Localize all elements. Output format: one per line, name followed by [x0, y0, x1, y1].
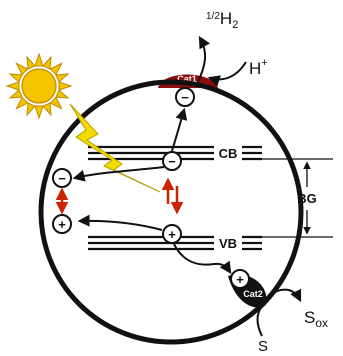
s-label: S [258, 338, 268, 351]
surface-electron: − [52, 168, 72, 188]
svg-text:+: + [168, 227, 176, 242]
conduction-band [88, 145, 262, 161]
s-ox-label: Sox [304, 308, 328, 330]
svg-text:−: − [181, 90, 189, 105]
vb-hole: + [162, 224, 182, 244]
charge-transfer-arrows [72, 35, 302, 337]
surface-hole: + [52, 214, 72, 234]
svg-text:−: − [168, 154, 176, 169]
bg-label: BG [297, 191, 317, 206]
vb-label: VB [219, 236, 237, 251]
light-beam-icon [69, 103, 161, 193]
band-gap-indicator [262, 158, 333, 238]
sun-icon [5, 52, 73, 120]
cat2-label: Cat2 [243, 289, 263, 299]
cb-electron: − [162, 151, 182, 171]
svg-text:+: + [236, 272, 244, 287]
cb-label: CB [219, 146, 238, 161]
svg-text:+: + [58, 217, 66, 232]
cat2-hole: + [230, 269, 250, 289]
svg-text:−: − [58, 171, 66, 186]
valence-band [88, 235, 262, 251]
bulk-recombination-arrows [161, 177, 184, 215]
semiconductor-particle [38, 79, 304, 345]
cat1-electron: − [175, 87, 195, 107]
cat1-label: Cat1 [177, 74, 197, 84]
h-plus-label: H+ [249, 57, 268, 78]
half-h2-label: 1/2H2 [206, 9, 238, 31]
